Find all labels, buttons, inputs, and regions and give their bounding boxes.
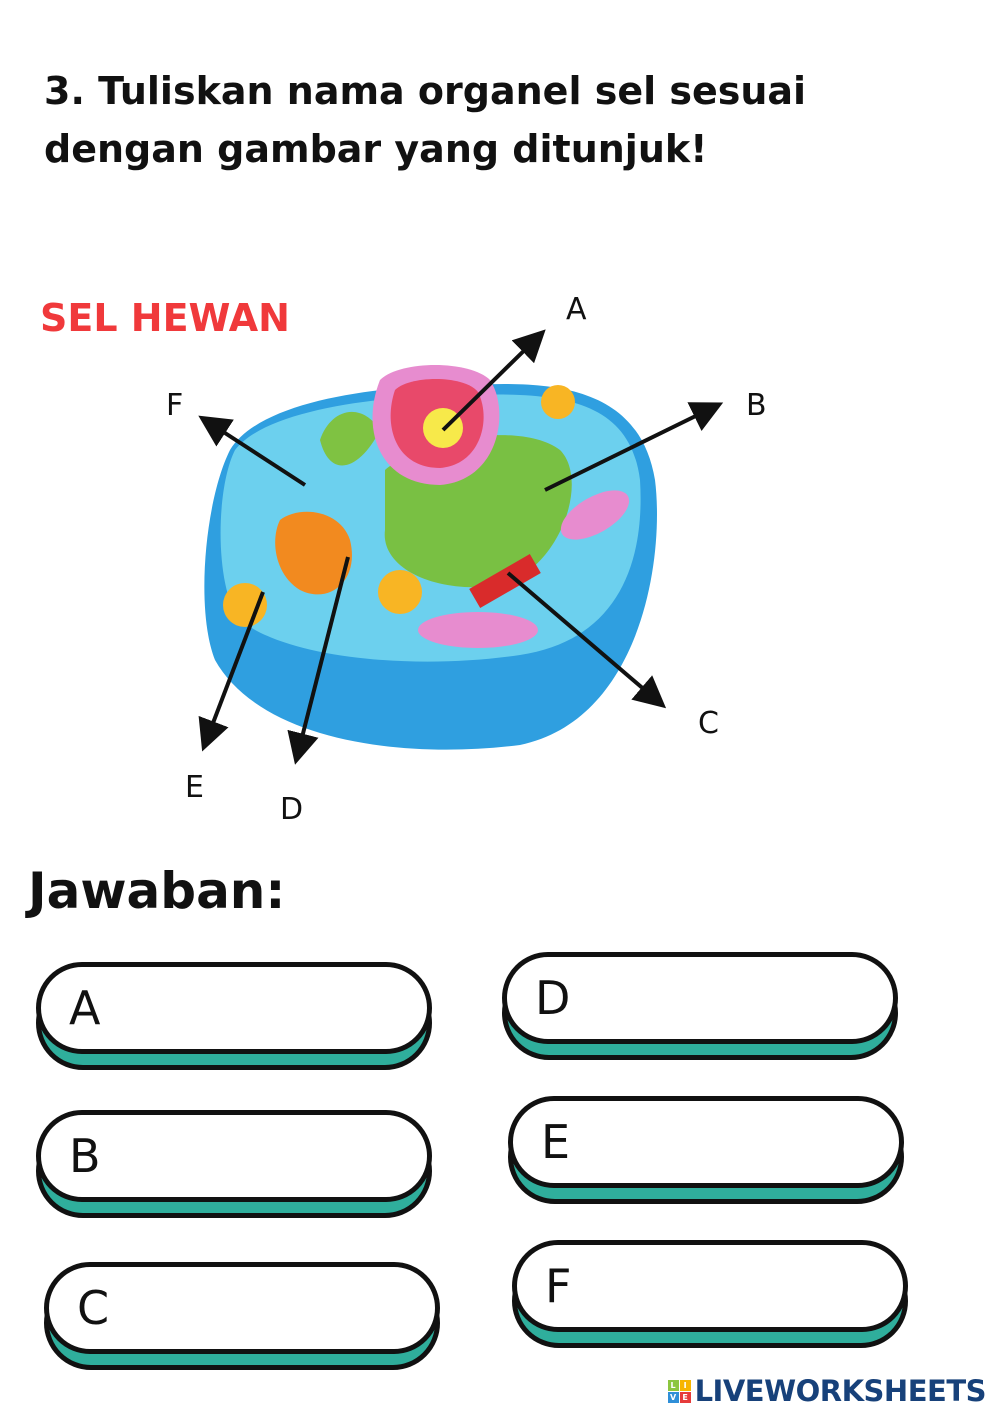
answer-letter: F: [545, 1259, 572, 1313]
liveworksheets-logo: L I V E LIVEWORKSHEETS: [667, 1374, 987, 1408]
label-f: F: [166, 388, 184, 423]
answer-input-e[interactable]: [570, 1126, 899, 1158]
answer-heading: Jawaban:: [28, 862, 286, 920]
label-e: E: [185, 770, 204, 805]
label-d: D: [280, 792, 304, 827]
answer-box-a: A: [36, 962, 432, 1070]
answer-letter: C: [77, 1281, 110, 1335]
answer-box-f: F: [512, 1240, 908, 1348]
badge-e: E: [679, 1391, 691, 1403]
answer-input-a[interactable]: [100, 992, 429, 1024]
pointer-arrows: [198, 329, 724, 765]
badge-l: L: [667, 1379, 679, 1391]
logo-badge-icon: L I V E: [667, 1379, 691, 1403]
answer-input-c[interactable]: [109, 1292, 438, 1324]
label-b: B: [746, 388, 767, 423]
answer-letter: A: [69, 981, 101, 1035]
answer-box-e: E: [508, 1096, 904, 1204]
answer-input-b[interactable]: [100, 1140, 429, 1172]
answer-letter: B: [69, 1129, 101, 1183]
answer-box-c: C: [44, 1262, 440, 1370]
label-a: A: [566, 292, 587, 327]
answer-input-f[interactable]: [571, 1270, 900, 1302]
answer-letter: E: [541, 1115, 571, 1169]
logo-text: LIVEWORKSHEETS: [694, 1374, 987, 1408]
question-text: 3. Tuliskan nama organel sel sesuai deng…: [44, 69, 807, 171]
answer-box-b: B: [36, 1110, 432, 1218]
answer-box-d: D: [502, 952, 899, 1060]
answer-letter: D: [535, 971, 571, 1025]
badge-v: V: [667, 1391, 679, 1403]
answer-input-d[interactable]: [570, 982, 899, 1014]
diagram-subtitle: SEL HEWAN: [40, 296, 290, 340]
label-c: C: [698, 706, 719, 741]
badge-i: I: [679, 1379, 691, 1391]
animal-cell-diagram: [198, 329, 724, 765]
cell-illustration: [204, 365, 657, 750]
